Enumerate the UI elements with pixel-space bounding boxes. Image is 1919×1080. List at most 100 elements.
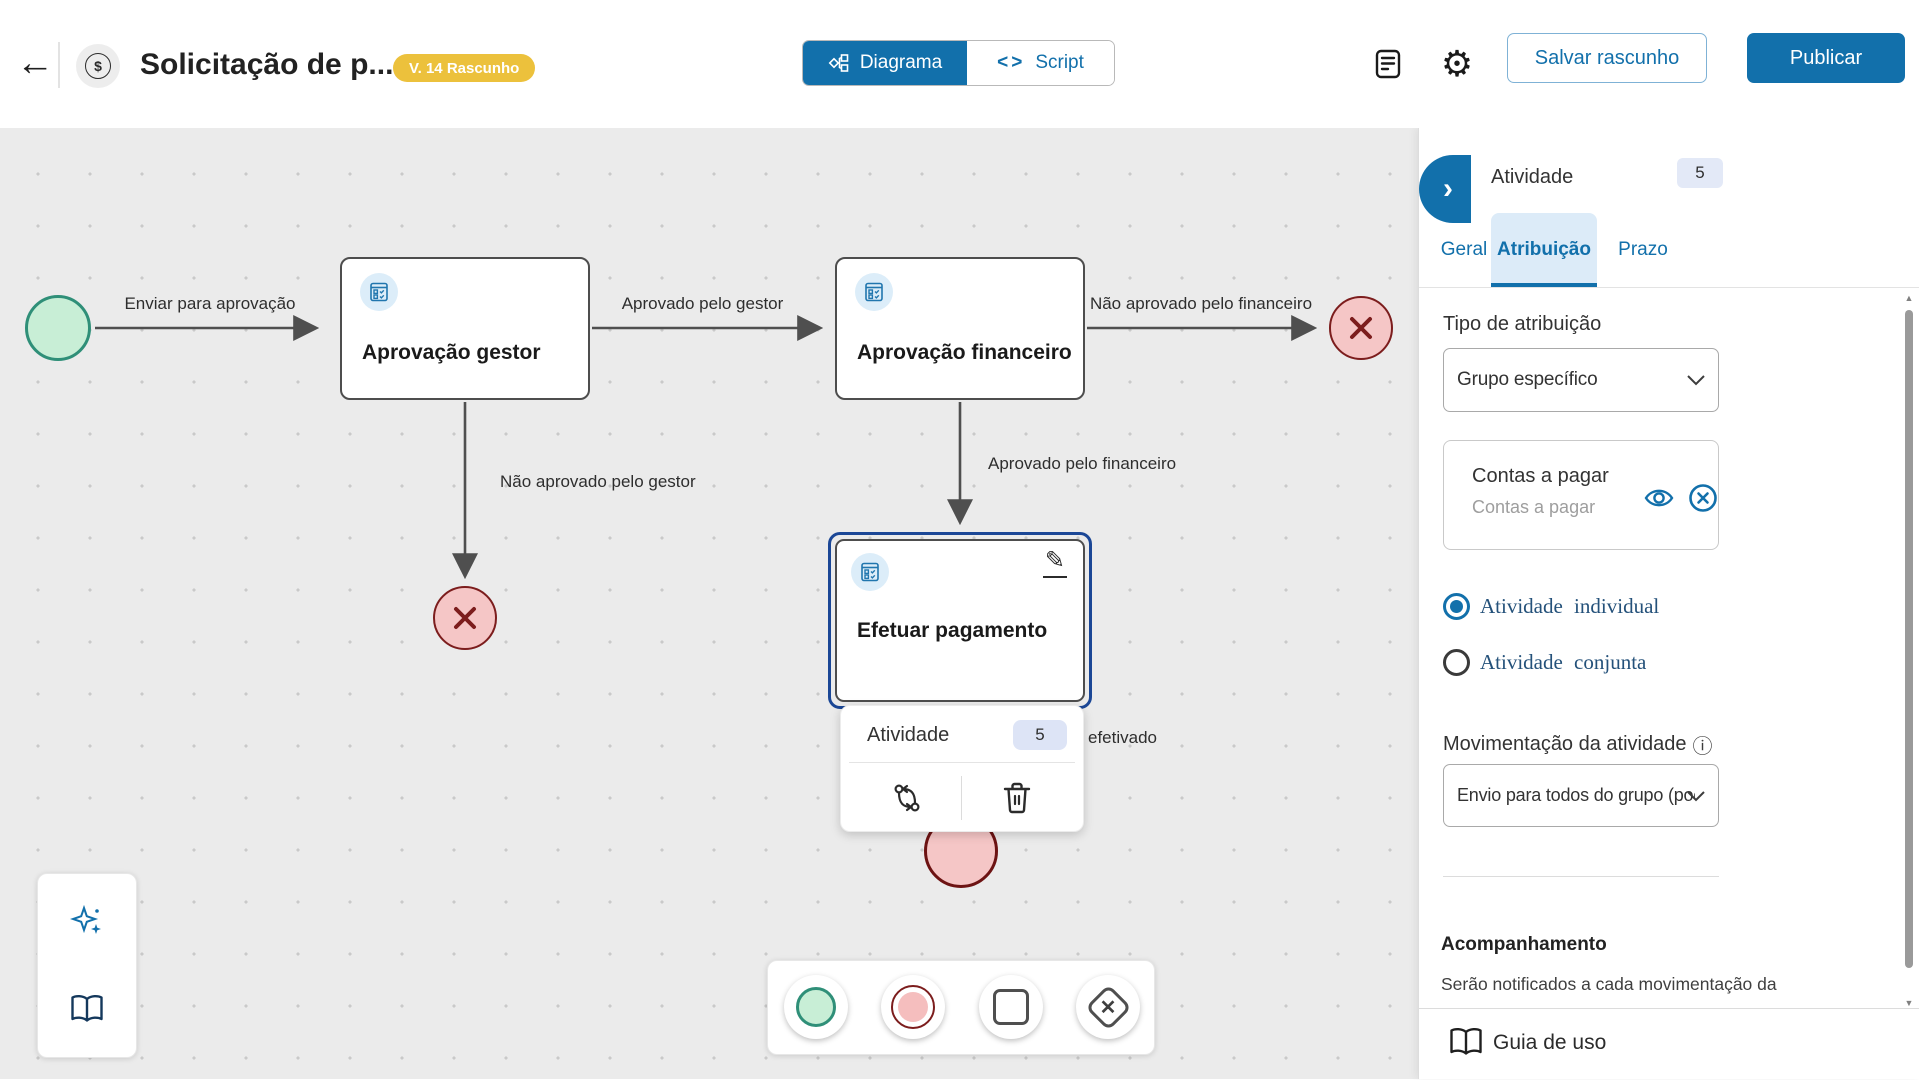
radio-off-icon [1443, 649, 1470, 676]
checklist-icon [360, 273, 398, 311]
book-icon[interactable] [38, 974, 136, 1044]
x-icon [454, 607, 476, 629]
sidebar-count-badge: 5 [1677, 158, 1723, 188]
eye-icon[interactable] [1642, 481, 1676, 515]
node-palette-toolbar: ✕ [767, 960, 1155, 1055]
movement-label-row: Movimentação da atividade ⓘ [1443, 730, 1712, 759]
palette-gateway-node-button[interactable]: ✕ [1076, 975, 1140, 1039]
scroll-down-icon[interactable]: ▼ [1904, 998, 1914, 1008]
edge-label-payment-made-partial: efetivado [1088, 728, 1157, 747]
movement-label: Movimentação da atividade [1443, 733, 1687, 755]
checklist-icon [855, 273, 893, 311]
popup-title: Atividade [867, 724, 950, 746]
tab-diagram[interactable]: Diagrama [803, 41, 967, 85]
top-bar: ← $ Solicitação de p... V. 14 Rascunho D… [0, 0, 1919, 128]
task-node-icon [993, 989, 1029, 1025]
canvas-tools-panel [37, 873, 137, 1058]
task-node-make-payment-selected[interactable]: ✎ Efetuar pagamento [828, 532, 1092, 709]
diagram-icon [828, 54, 849, 72]
popup-divider [849, 762, 1075, 763]
tab-script-label: Script [1035, 52, 1084, 73]
reconnect-flow-icon[interactable] [881, 772, 933, 824]
usage-guide-row[interactable]: Guia de uso [1419, 1008, 1919, 1080]
section-divider [1443, 876, 1719, 877]
radio-individual-activity[interactable]: Atividade individual [1443, 593, 1659, 620]
scroll-up-icon[interactable]: ▲ [1904, 293, 1914, 303]
radio-joint-activity[interactable]: Atividade conjunta [1443, 649, 1646, 676]
dollar-circle-icon: $ [85, 53, 111, 79]
tracking-text: Serão notificados a cada movimentação da [1441, 974, 1777, 994]
assignment-type-select[interactable]: Grupo específico [1443, 348, 1719, 412]
palette-start-node-button[interactable] [784, 975, 848, 1039]
gear-icon[interactable]: ⚙ [1440, 43, 1474, 84]
radio-on-icon [1443, 593, 1470, 620]
popup-count-badge: 5 [1013, 720, 1067, 750]
assignment-type-value: Grupo específico [1457, 369, 1598, 390]
page-title: Solicitação de p... [140, 48, 394, 81]
gateway-x-glyph: ✕ [1099, 996, 1117, 1019]
tab-geral[interactable]: Geral [1440, 239, 1488, 260]
assignment-type-label: Tipo de atribuição [1443, 313, 1602, 335]
edge-label-approved-by-manager: Aprovado pelo gestor [621, 294, 784, 313]
document-icon[interactable] [1364, 40, 1412, 88]
chevron-right-icon: › [1443, 172, 1453, 205]
task-label: Efetuar pagamento [857, 619, 1048, 642]
movement-value: Envio para todos do grupo (pool) [1457, 785, 1695, 805]
palette-task-node-button[interactable] [979, 975, 1043, 1039]
header-divider [58, 42, 60, 88]
node-context-popup: Atividade 5 [840, 705, 1084, 832]
diagram-canvas[interactable]: Enviar para aprovação Aprovado pelo gest… [0, 128, 1418, 1079]
info-icon[interactable]: ⓘ [1692, 736, 1713, 758]
task-label: Aprovação gestor [362, 341, 541, 364]
tracking-title: Acompanhamento [1441, 934, 1607, 955]
end-event-node-rejected-finance[interactable] [1329, 296, 1393, 360]
start-event-node[interactable] [25, 295, 91, 361]
edge-label-not-approved-by-manager: Não aprovado pelo gestor [500, 472, 696, 491]
group-title: Contas a pagar [1472, 465, 1609, 487]
properties-sidebar: › Atividade 5 Geral Atribuição Prazo Tip… [1418, 128, 1919, 1079]
end-event-node-rejected-manager[interactable] [433, 586, 497, 650]
palette-end-node-button[interactable] [881, 975, 945, 1039]
checklist-icon [851, 553, 889, 591]
movement-select[interactable]: Envio para todos do grupo (pool) [1443, 764, 1719, 827]
usage-guide-label: Guia de uso [1493, 1031, 1607, 1054]
x-icon [1350, 317, 1372, 339]
sidebar-title: Atividade [1491, 166, 1574, 188]
publish-button[interactable]: Publicar [1747, 33, 1905, 83]
scrollbar-thumb[interactable] [1905, 310, 1913, 968]
edge-label-approved-by-finance: Aprovado pelo financeiro [988, 454, 1177, 473]
back-icon[interactable]: ← [16, 42, 54, 84]
code-icon: <> [997, 52, 1026, 73]
process-avatar: $ [76, 44, 120, 88]
sidebar-tabs: Geral Atribuição Prazo [1419, 213, 1919, 288]
version-badge: V. 14 Rascunho [393, 54, 536, 82]
tab-atribuicao[interactable]: Atribuição [1491, 213, 1597, 287]
chevron-down-icon [1687, 790, 1705, 801]
sidebar-collapse-button[interactable]: › [1419, 155, 1471, 223]
book-icon [1450, 1027, 1482, 1055]
group-subtitle: Contas a pagar [1472, 497, 1596, 517]
sidebar-scrollbar[interactable]: ▲ ▼ [1902, 293, 1916, 1008]
edge-label-not-approved-by-finance: Não aprovado pelo financeiro [1089, 294, 1313, 313]
popup-vertical-divider [961, 776, 962, 820]
edit-icon[interactable]: ✎ [1042, 547, 1067, 578]
task-node-make-payment[interactable]: ✎ Efetuar pagamento [835, 539, 1085, 702]
radio-joint-label: Atividade conjunta [1480, 650, 1647, 674]
trash-icon[interactable] [991, 772, 1043, 824]
end-node-icon [891, 985, 935, 1029]
flow-edges [95, 315, 1318, 828]
radio-individual-label: Atividade individual [1480, 594, 1660, 618]
remove-circle-icon[interactable] [1686, 481, 1720, 515]
tab-prazo[interactable]: Prazo [1618, 239, 1668, 260]
assigned-group-card: Contas a pagar Contas a pagar [1443, 440, 1719, 550]
tab-script[interactable]: <> Script [967, 41, 1114, 85]
ai-sparkle-icon[interactable] [38, 886, 136, 956]
view-toggle: Diagrama <> Script [802, 40, 1115, 86]
start-node-icon [796, 987, 836, 1027]
save-draft-button[interactable]: Salvar rascunho [1507, 33, 1707, 83]
chevron-down-icon [1687, 375, 1705, 386]
tab-diagram-label: Diagrama [859, 52, 943, 73]
task-node-manager-approval[interactable]: Aprovação gestor [340, 257, 590, 400]
task-node-finance-approval[interactable]: Aprovação financeiro [835, 257, 1085, 400]
edge-label-send-for-approval: Enviar para aprovação [124, 294, 296, 313]
